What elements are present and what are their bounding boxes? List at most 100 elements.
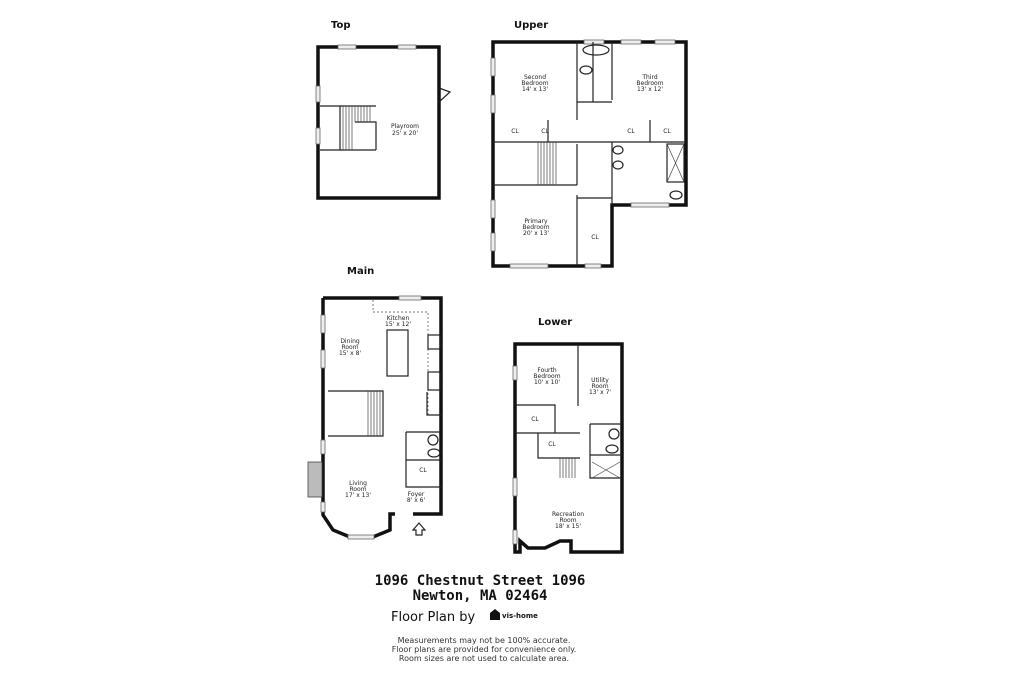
interior-walls [328,390,441,488]
room-name: Dining [340,338,360,345]
closet-label: CL [511,128,519,135]
window [315,85,321,103]
room-name: Recreation [552,511,584,518]
level-top: Top Playroom 25' x 20' [315,20,452,200]
room-size: 13' x 12' [637,86,663,93]
window [512,365,518,381]
window [654,39,676,45]
window [490,57,496,77]
room-name: Room [349,486,366,493]
brand-name: vis-home [502,612,538,620]
window [320,439,326,455]
window [512,529,518,545]
room-size: 8' x 6' [407,497,426,504]
window [398,295,422,301]
closet-label: CL [627,128,635,135]
closet-label: CL [531,416,539,423]
closet-label: CL [591,234,599,241]
toilet [669,190,683,200]
room-name: Bedroom [533,373,560,380]
interior-walls [493,42,686,266]
closet-label: CL [548,441,556,448]
disclaimer-line: Measurements may not be 100% accurate. [398,636,571,645]
level-label-top: Top [331,20,351,31]
sink [608,428,620,440]
sink [612,145,624,155]
lower-outline [513,342,624,554]
house-icon [490,609,500,620]
disclaimer-line: Floor plans are provided for convenience… [392,645,577,654]
room-name: Living [349,480,367,487]
room-name: Fourth [537,367,557,374]
fireplace [307,461,323,498]
window [630,202,670,208]
window [320,501,326,513]
room-name: Bedroom [522,224,549,231]
address-line1: 1096 Chestnut Street 1096 [375,573,586,589]
room-name: Third [641,74,657,81]
room-name: Foyer [408,491,425,498]
interior-walls [515,344,622,479]
window [490,94,496,114]
room-size: 25' x 20' [392,130,418,137]
level-label-upper: Upper [514,20,548,31]
level-label-main: Main [347,266,374,277]
window [490,199,496,219]
room-size: 15' x 12' [385,321,411,328]
room-size: 18' x 15' [555,523,581,530]
window [337,44,357,50]
sink [612,160,624,170]
window [620,39,642,45]
stairs [537,142,557,185]
window [320,349,326,369]
credit-text: Floor Plan by [391,610,476,625]
room-size: 10' x 10' [534,379,560,386]
stairs [559,458,576,478]
room-size: 15' x 8' [339,350,361,357]
room-name: Playroom [391,123,419,130]
window [315,127,321,145]
closet-label: CL [419,467,427,474]
window [490,232,496,252]
shower [666,143,685,183]
disclaimer-line: Room sizes are not used to calculate are… [399,654,569,663]
window [347,534,375,540]
closet-label: CL [663,128,671,135]
room-size: 20' x 13' [523,230,549,237]
level-main: Main Kitchen 15' x 12' Dining Room 15' x… [307,266,443,540]
room-name: Bedroom [636,80,663,87]
address-line2: Newton, MA 02464 [413,588,548,604]
stairs [320,105,377,151]
shower [591,461,621,479]
kitchen-island [386,329,409,377]
window [512,477,518,497]
level-upper: Upper Second Bedroom 14' x 13' Third Bed… [490,20,688,269]
door [438,87,452,103]
vis-home-logo: vis-home [490,609,538,620]
window [397,44,417,50]
toilet [427,448,441,458]
counter [372,300,429,415]
level-label-lower: Lower [538,317,572,328]
closet-label: CL [541,128,549,135]
room-size: 14' x 13' [522,86,548,93]
stairs [367,391,381,436]
stove [427,334,441,350]
sink [427,434,439,446]
window [584,263,602,269]
bathtub [582,44,610,56]
room-name: Room [341,344,358,351]
sink [427,371,441,391]
room-name: Primary [524,218,548,225]
room-name: Room [591,383,608,390]
window [320,314,326,334]
room-name: Utility [591,377,609,384]
room-size: 13' x 7' [589,389,611,396]
window [583,39,605,45]
room-size: 17' x 13' [345,492,371,499]
level-lower: Lower Fourth Bedroom 10' x 10' Utility R… [512,317,624,554]
window [509,263,549,269]
room-name: Room [559,517,576,524]
room-name: Kitchen [387,315,410,322]
